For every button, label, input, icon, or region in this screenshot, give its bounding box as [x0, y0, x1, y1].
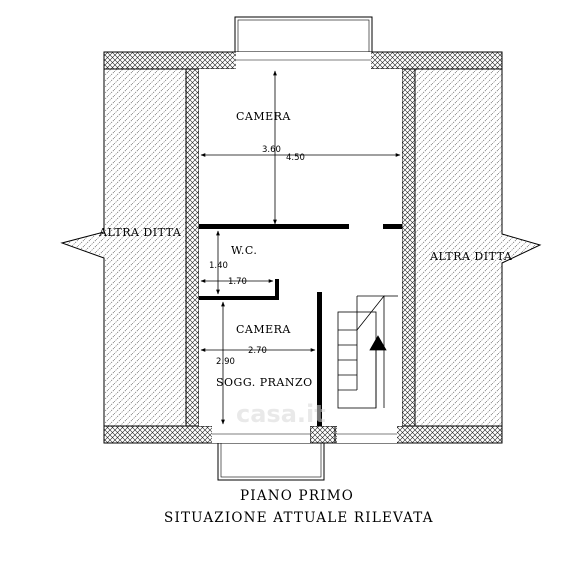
- dim-camera-bottom-width: 2.70: [248, 346, 267, 356]
- caption-line-1: PIANO PRIMO: [240, 488, 354, 504]
- dim-camera-top-height: 3.60: [262, 145, 281, 155]
- balcony-top: [234, 16, 373, 53]
- room-label-sogg-pranzo: SOGG. PRANZO: [216, 376, 313, 389]
- balcony-bottom: [217, 440, 325, 481]
- dim-wc-width: 1.70: [228, 277, 247, 287]
- room-label-wc: W.C.: [231, 244, 257, 257]
- watermark: casa.it: [236, 400, 326, 428]
- neighbor-right-area: [414, 68, 542, 427]
- dim-camera-bottom-height: 2.90: [216, 357, 235, 367]
- neighbor-left-area: [60, 68, 187, 427]
- room-label-camera-top: CAMERA: [236, 110, 291, 123]
- staircase: [337, 295, 398, 409]
- caption-line-2: SITUAZIONE ATTUALE RILEVATA: [164, 510, 434, 526]
- room-label-camera-bottom: CAMERA: [236, 323, 291, 336]
- dim-camera-top-width: 4.50: [286, 153, 305, 163]
- interior-walls: [199, 224, 402, 426]
- neighbor-label-left: ALTRA DITTA: [98, 226, 182, 239]
- dimension-lines: [200, 70, 401, 425]
- dim-wc-height: 1.40: [209, 261, 228, 271]
- neighbor-label-right: ALTRA DITTA: [429, 250, 513, 263]
